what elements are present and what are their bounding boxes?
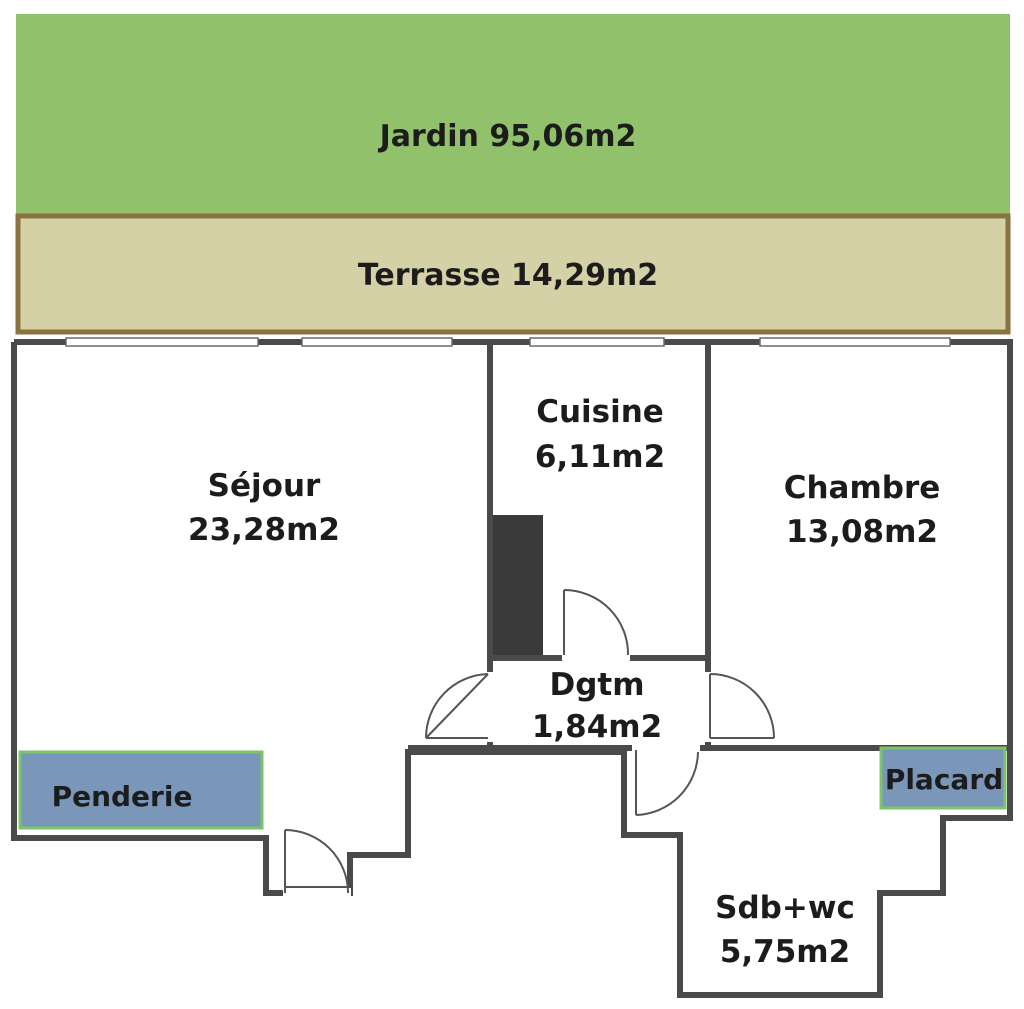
dgtm-name: Dgtm: [549, 667, 644, 703]
door-sdb: [632, 743, 700, 816]
window-sejour-1: [65, 337, 259, 347]
sejour-name: Séjour: [208, 468, 321, 504]
window-chambre: [759, 337, 951, 347]
sejour-area: 23,28m2: [188, 512, 340, 548]
penderie-label: Penderie: [52, 780, 193, 813]
sdb-name: Sdb+wc: [715, 890, 855, 926]
chimney-block: [490, 515, 543, 655]
cuisine-area: 6,11m2: [535, 439, 665, 475]
placard-label: Placard: [885, 763, 1003, 796]
cuisine-name: Cuisine: [536, 394, 664, 430]
garden-area: [16, 14, 1010, 220]
window-sejour-2: [301, 337, 453, 347]
terrace-area: [15, 213, 1011, 335]
door-cuisine: [562, 589, 630, 662]
door-entrance: [283, 829, 351, 898]
window-cuisine: [529, 337, 665, 347]
garden-label: Jardin 95,06m2: [378, 119, 637, 154]
exterior-wall: [11, 339, 1013, 998]
dgtm-area: 1,84m2: [532, 709, 662, 745]
penderie-area: [18, 750, 264, 830]
placard-area: [879, 746, 1007, 810]
door-sejour: [425, 672, 495, 742]
chambre-area: 13,08m2: [786, 514, 938, 550]
terrace-label: Terrasse 14,29m2: [358, 258, 658, 293]
chambre-name: Chambre: [784, 470, 941, 506]
sdb-area: 5,75m2: [720, 934, 850, 970]
door-chambre: [703, 672, 775, 742]
